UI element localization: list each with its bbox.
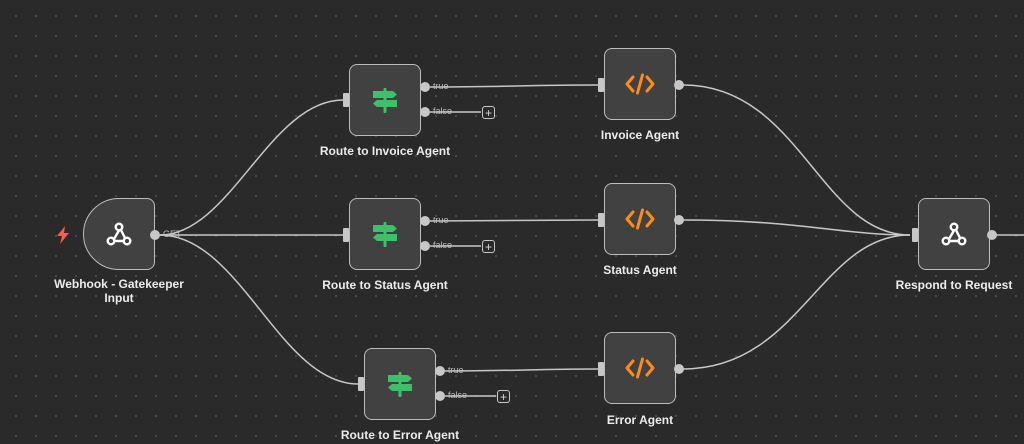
signpost-icon — [373, 222, 397, 247]
connection-route-invoice-to-invoice-agent — [429, 84, 599, 88]
status-agent-input-port[interactable] — [598, 213, 604, 227]
code-icon — [625, 357, 655, 379]
route-invoice-true-label: true — [433, 81, 449, 91]
status-agent-output-port[interactable] — [674, 215, 684, 225]
node-route-to-error-agent[interactable] — [364, 348, 436, 420]
connection-webhook-to-route-invoice — [159, 99, 344, 236]
node-label-route-invoice: Route to Invoice Agent — [319, 144, 451, 158]
node-label-respond: Respond to Request — [895, 278, 1013, 292]
node-label-route-status: Route to Status Agent — [322, 278, 448, 292]
lightning-bolt-icon — [57, 226, 69, 244]
node-label-error-agent: Error Agent — [606, 413, 674, 427]
node-label-status-agent: Status Agent — [603, 263, 677, 277]
node-respond-to-request[interactable] — [918, 198, 990, 270]
node-route-to-status-agent[interactable] — [349, 198, 421, 270]
webhook-output-label: GET — [163, 229, 182, 239]
signpost-icon — [388, 372, 412, 397]
route-status-false-port[interactable] — [420, 241, 430, 251]
route-status-input-port[interactable] — [343, 228, 349, 242]
connection-error-to-respond — [682, 234, 911, 370]
connection-webhook-to-route-error — [159, 234, 359, 385]
route-status-false-label: false — [433, 240, 453, 250]
webhook-icon — [106, 222, 132, 246]
error-agent-output-port[interactable] — [674, 364, 684, 374]
connection-route-status-to-status-agent — [429, 219, 599, 222]
route-error-false-label: false — [448, 390, 468, 400]
connection-status-to-respond — [682, 219, 911, 236]
connection-route-error-to-error-agent — [444, 368, 599, 372]
route-invoice-false-port[interactable] — [420, 107, 430, 117]
invoice-agent-output-port[interactable] — [674, 80, 684, 90]
route-invoice-true-port[interactable] — [420, 82, 430, 92]
node-webhook-gatekeeper-input[interactable] — [83, 198, 155, 270]
add-node-button[interactable]: + — [482, 240, 495, 253]
code-icon — [625, 208, 655, 230]
route-error-input-port[interactable] — [358, 377, 364, 391]
route-invoice-false-label: false — [433, 106, 453, 116]
invoice-agent-input-port[interactable] — [598, 78, 604, 92]
webhook-icon — [941, 222, 967, 246]
connection-invoice-to-respond — [682, 84, 911, 236]
signpost-icon — [373, 88, 397, 113]
node-label-webhook: Webhook - Gatekeeper Input — [54, 277, 184, 305]
error-agent-input-port[interactable] — [598, 362, 604, 376]
code-icon — [625, 73, 655, 95]
node-label-invoice-agent: Invoice Agent — [600, 128, 680, 142]
add-node-button[interactable]: + — [482, 106, 495, 119]
route-error-true-label: true — [448, 365, 464, 375]
node-label-route-error: Route to Error Agent — [340, 428, 460, 442]
webhook-output-port[interactable] — [150, 230, 160, 240]
route-status-true-label: true — [433, 215, 449, 225]
node-status-agent[interactable] — [604, 183, 676, 255]
route-error-true-port[interactable] — [435, 366, 445, 376]
respond-input-port[interactable] — [912, 228, 918, 242]
respond-output-port[interactable] — [987, 230, 997, 240]
route-error-false-port[interactable] — [435, 391, 445, 401]
route-status-true-port[interactable] — [420, 216, 430, 226]
node-error-agent[interactable] — [604, 332, 676, 404]
node-invoice-agent[interactable] — [604, 48, 676, 120]
route-invoice-input-port[interactable] — [343, 93, 349, 107]
add-node-button[interactable]: + — [497, 390, 510, 403]
node-route-to-invoice-agent[interactable] — [349, 64, 421, 136]
